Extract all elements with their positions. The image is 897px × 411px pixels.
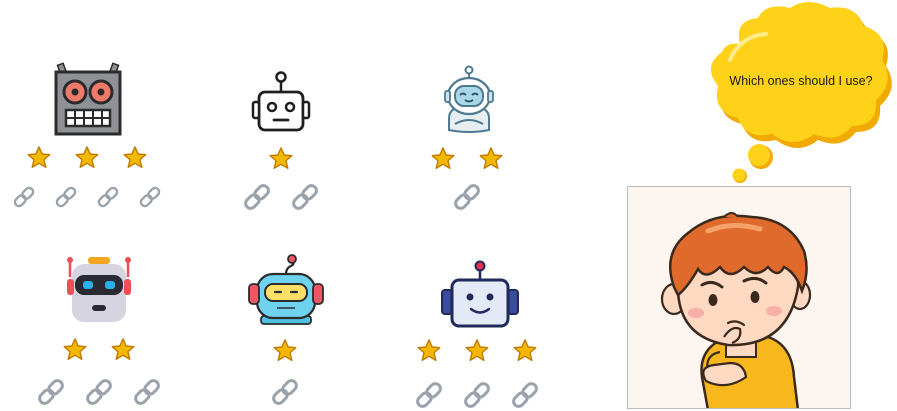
thinking-boy-illustration [627, 186, 851, 409]
star-rating [402, 338, 552, 364]
chain-link-icon [416, 382, 442, 408]
chain-link-icon [244, 184, 270, 210]
teal-capsule-robot-icon [248, 254, 324, 325]
chain-link-icon [454, 184, 480, 210]
link-row [12, 182, 162, 212]
chain-link-icon [55, 186, 77, 208]
star-icon [513, 339, 537, 362]
star-icon [431, 147, 455, 170]
chain-link-icon [38, 379, 64, 405]
star-icon [27, 146, 51, 169]
star-rating [392, 146, 542, 172]
chain-link-icon [139, 186, 161, 208]
star-icon [111, 338, 135, 361]
link-row [402, 380, 552, 410]
chain-link-icon [272, 379, 298, 405]
star-rating [210, 338, 360, 364]
white-round-robot-icon [444, 65, 494, 133]
chain-link-icon [97, 186, 119, 208]
star-icon [63, 338, 87, 361]
star-rating [24, 337, 174, 363]
link-row [392, 182, 542, 212]
link-row [210, 377, 360, 407]
outline-antenna-robot-icon [251, 71, 311, 132]
chain-link-icon [13, 186, 35, 208]
thinking-boy-icon [660, 212, 812, 408]
chain-link-icon [292, 184, 318, 210]
star-icon [479, 147, 503, 170]
star-rating [206, 146, 356, 172]
link-row [24, 377, 174, 407]
chain-link-icon [134, 379, 160, 405]
grey-visor-robot-icon [67, 257, 131, 322]
star-rating [12, 145, 162, 171]
star-icon [123, 146, 147, 169]
thought-bubble-icon [710, 2, 892, 183]
star-icon [417, 339, 441, 362]
chain-link-icon [464, 382, 490, 408]
navy-square-robot-icon [441, 260, 519, 328]
link-row [206, 182, 356, 212]
boxy-grey-robot-icon [54, 62, 122, 136]
star-icon [75, 146, 99, 169]
thought-bubble-text: Which ones should I use? [729, 74, 873, 88]
star-icon [269, 147, 293, 170]
star-icon [273, 339, 297, 362]
star-icon [465, 339, 489, 362]
chain-link-icon [512, 382, 538, 408]
chain-link-icon [86, 379, 112, 405]
